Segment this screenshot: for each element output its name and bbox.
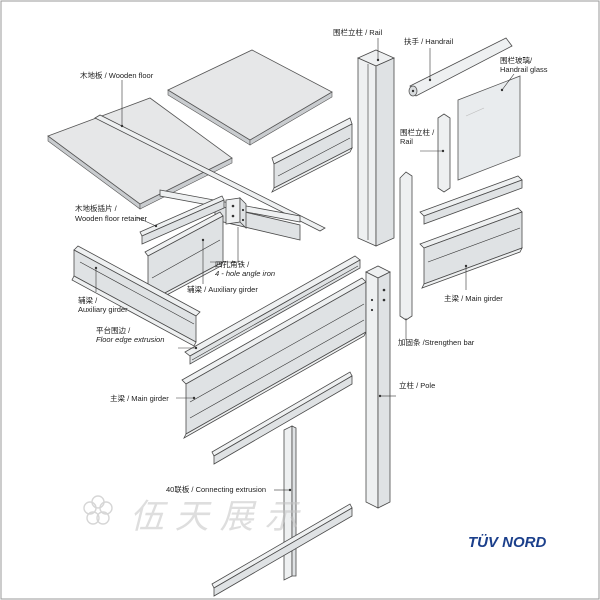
handrail-glass <box>457 75 521 181</box>
main-girder-left <box>181 277 367 439</box>
label-retainer-line2: Wooden floor retainer <box>75 214 147 223</box>
wooden-floor-retainer <box>139 195 225 245</box>
connecting-extrusion <box>211 371 353 597</box>
label-aux-girder-left-line1: 辅梁 / <box>78 295 98 305</box>
main-girder-right-upper <box>419 175 523 225</box>
wooden-floor-boards <box>47 49 333 210</box>
label-rail-top: 围栏立柱 / Rail <box>333 27 383 37</box>
watermark: 伍 天 展 示 <box>83 495 301 537</box>
flower-icon <box>83 495 113 525</box>
label-connecting-extrusion: 40联板 / Connecting extrusion <box>166 484 266 494</box>
logo-text: TÜV NORD <box>468 534 547 551</box>
auxiliary-girder-upper <box>271 117 353 193</box>
handrail <box>408 37 513 97</box>
label-main-girder-right: 主梁 / Main girder <box>444 293 503 303</box>
label-wooden-floor: 木地板 / Wooden floor <box>80 70 154 80</box>
label-handrail: 扶手 / Handrail <box>404 36 454 46</box>
label-angle-iron-line2: 4 - hole angle iron <box>215 269 275 278</box>
auxiliary-girder-left <box>71 245 201 347</box>
label-rail-mid-line1: 围栏立柱 / <box>400 127 435 137</box>
label-strengthen-bar: 加固条 /Strengthen bar <box>398 337 475 347</box>
main-girder-right <box>419 207 523 289</box>
label-angle-iron-line1: 四孔角铁 / <box>215 259 250 269</box>
label-floor-edge-line2: Floor edge extrusion <box>96 335 164 344</box>
floor-edge-extrusion <box>184 255 361 365</box>
label-handrail-glass-line1: 围栏玻璃/ <box>500 55 533 65</box>
label-rail-mid-line2: Rail <box>400 137 413 146</box>
strengthen-bar <box>399 171 413 321</box>
label-floor-edge-line1: 平台围边 / <box>96 325 131 335</box>
rail-small <box>437 113 451 193</box>
rail-post <box>357 49 395 247</box>
label-pole: 立柱 / Pole <box>399 380 435 390</box>
four-hole-angle-iron <box>225 197 247 229</box>
tuv-nord-logo: TÜV NORD <box>468 534 547 551</box>
label-aux-girder-left-line2: Auxiliary girder <box>78 305 128 314</box>
watermark-text: 伍 天 展 示 <box>130 497 301 537</box>
leader-lines <box>94 38 515 492</box>
part-labels: 木地板 / Wooden floor 围栏立柱 / Rail 扶手 / Hand… <box>75 27 548 494</box>
label-main-girder-left: 主梁 / Main girder <box>110 393 169 403</box>
label-aux-girder-middle: 辅梁 / Auxiliary girder <box>187 284 258 294</box>
label-retainer-line1: 木地板插片 / <box>75 203 118 213</box>
label-handrail-glass-line2: Handrail glass <box>500 65 548 74</box>
pole <box>365 265 391 509</box>
